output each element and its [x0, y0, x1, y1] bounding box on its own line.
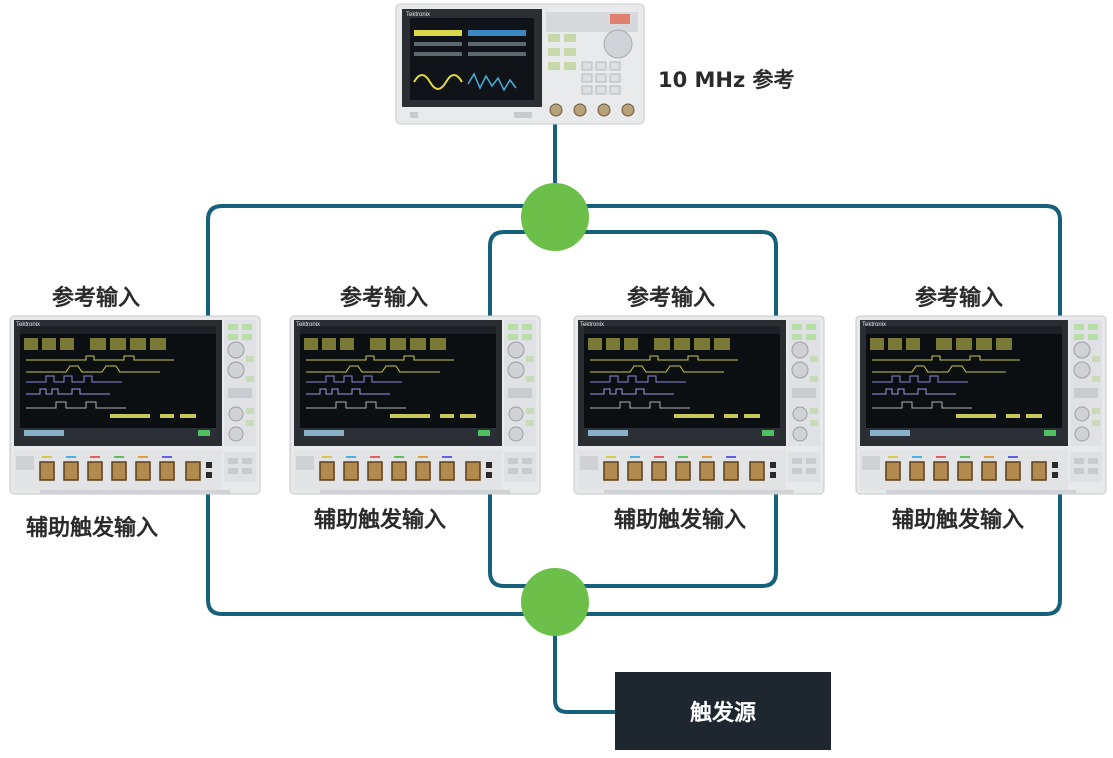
oscilloscope-4-image [855, 315, 1107, 495]
scope-2-aux-trigger-label: 辅助触发输入 [314, 508, 447, 533]
trigger-source-box: 触发源 [615, 672, 831, 750]
trigger-cable-inner [488, 478, 778, 588]
scope-3-aux-trigger-label: 辅助触发输入 [614, 508, 747, 533]
cable-network [206, 118, 1062, 714]
scope-1-aux-trigger-label: 辅助触发输入 [26, 516, 159, 541]
reference-cable-inner [488, 230, 778, 326]
oscilloscope-3-image [573, 315, 825, 495]
scope-2-brand: Tektronix [296, 322, 320, 328]
scope-1-brand: Tektronix [16, 322, 40, 328]
scope-3-ref-input-label: 参考输入 [627, 286, 716, 311]
trigger-splitter-node [521, 568, 589, 636]
scope-4-ref-input-label: 参考输入 [915, 286, 1004, 311]
oscilloscope-2-image [289, 315, 541, 495]
trigger-source-label: 触发源 [689, 701, 756, 726]
function-generator-brand: Tektronix [406, 12, 430, 18]
scope-2-ref-input-label: 参考输入 [340, 286, 429, 311]
scope-3-brand: Tektronix [580, 322, 604, 328]
oscilloscope-1-image [9, 315, 261, 495]
reference-splitter-node [521, 183, 589, 251]
reference-10mhz-label: 10 MHz 参考 [658, 68, 795, 92]
reference-cable-outer [206, 204, 1062, 326]
function-generator-image [395, 3, 645, 125]
trigger-cable-outer [206, 478, 1062, 616]
scope-1-ref-input-label: 参考输入 [52, 286, 141, 311]
trigger-source-cable [553, 630, 615, 714]
scope-4-brand: Tektronix [862, 322, 886, 328]
scope-4-aux-trigger-label: 辅助触发输入 [892, 508, 1025, 533]
